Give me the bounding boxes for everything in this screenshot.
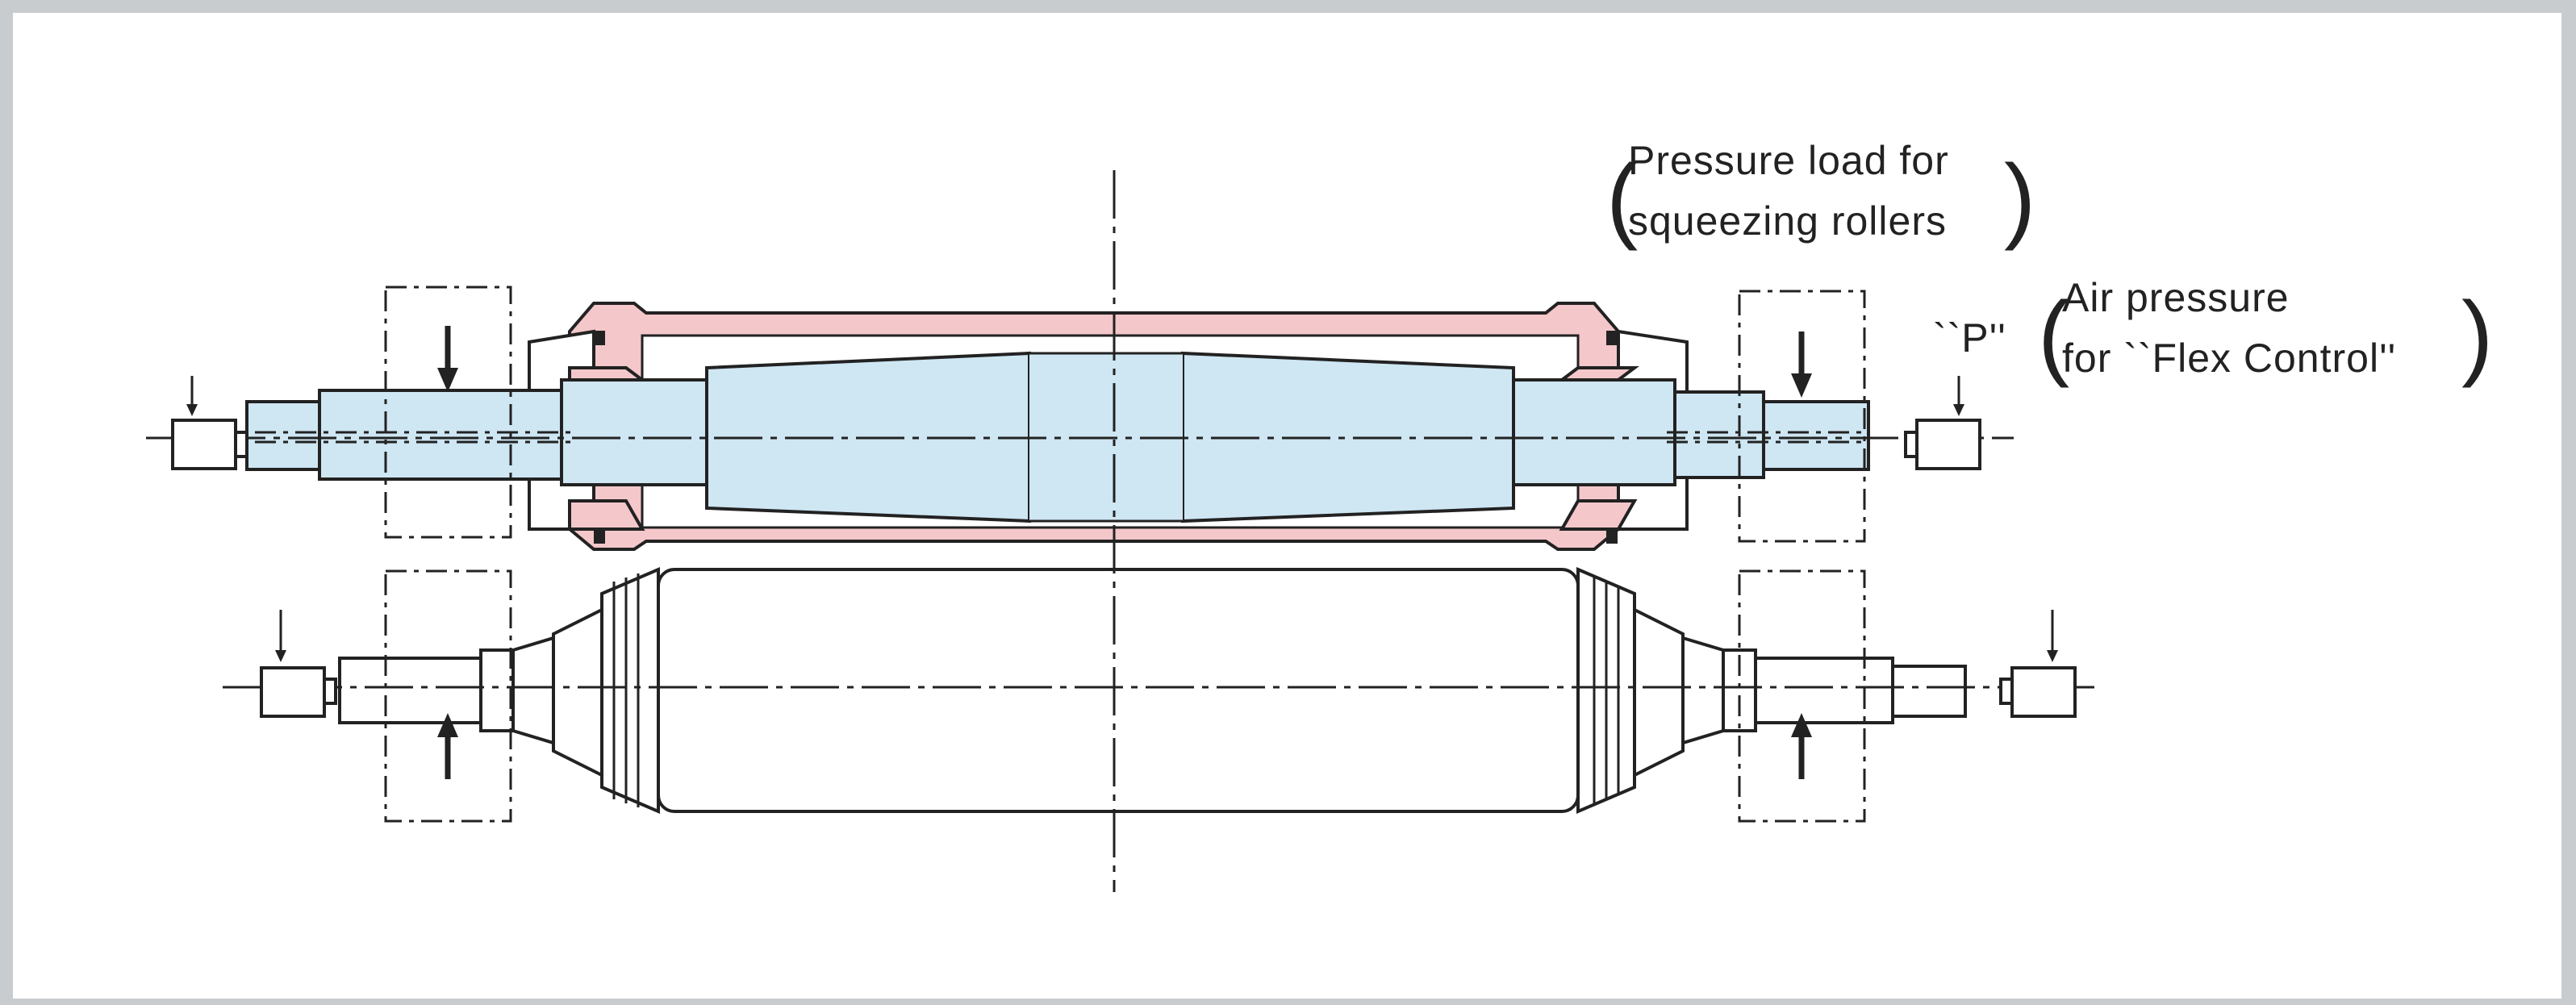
down-arrow-icon	[1791, 332, 1812, 398]
lower-roller	[223, 566, 2094, 815]
air-connectors	[171, 376, 2077, 718]
bearing-housings	[384, 286, 1866, 823]
pressure-load-line1: Pressure load for	[1628, 138, 1949, 183]
upper-right-housing	[1738, 290, 1866, 543]
air-pressure-annotation: ( Air pressure for ``Flex Control'' )	[2038, 275, 2493, 389]
lower-roller-body	[657, 568, 1580, 813]
lower-right-housing	[1738, 569, 1866, 823]
roller-cross-section-diagram: ( Pressure load for squeezing rollers ) …	[146, 138, 2493, 892]
down-arrow-icon	[437, 326, 458, 392]
right-grooves	[1576, 566, 1725, 815]
load-arrows	[437, 326, 1812, 779]
upper-roller	[146, 302, 2014, 551]
lower-left-shaft	[338, 657, 482, 724]
up-arrow-icon	[1791, 713, 1812, 779]
air-pressure-line2: for ``Flex Control''	[2062, 336, 2396, 381]
svg-text:(: (	[1606, 145, 1638, 252]
up-arrow-icon	[437, 713, 458, 779]
air-connector-icon	[1904, 376, 1981, 470]
pressure-load-annotation: ( Pressure load for squeezing rollers )	[1606, 138, 2035, 252]
left-shaft-journal	[318, 389, 563, 481]
air-connector-icon	[260, 610, 337, 718]
svg-text:): )	[2461, 282, 2493, 389]
svg-text:): )	[2004, 145, 2035, 252]
pressure-load-line2: squeezing rollers	[1628, 198, 1947, 244]
right-shaft-end	[1762, 400, 1870, 471]
air-connector-icon	[1999, 610, 2077, 718]
air-connector-icon	[171, 376, 248, 470]
lower-left-housing	[384, 569, 512, 823]
right-shaft-journal	[1673, 390, 1765, 479]
diagram-frame: ( Pressure load for squeezing rollers ) …	[13, 13, 2561, 999]
svg-text:(: (	[2038, 282, 2069, 389]
air-pressure-line1: Air pressure	[2062, 275, 2290, 320]
lower-right-shaft	[1754, 657, 1894, 724]
p-symbol-label: ``P''	[1933, 315, 2006, 361]
left-shaft-end	[245, 400, 321, 471]
upper-left-housing	[384, 286, 512, 539]
left-grooves	[511, 566, 660, 815]
